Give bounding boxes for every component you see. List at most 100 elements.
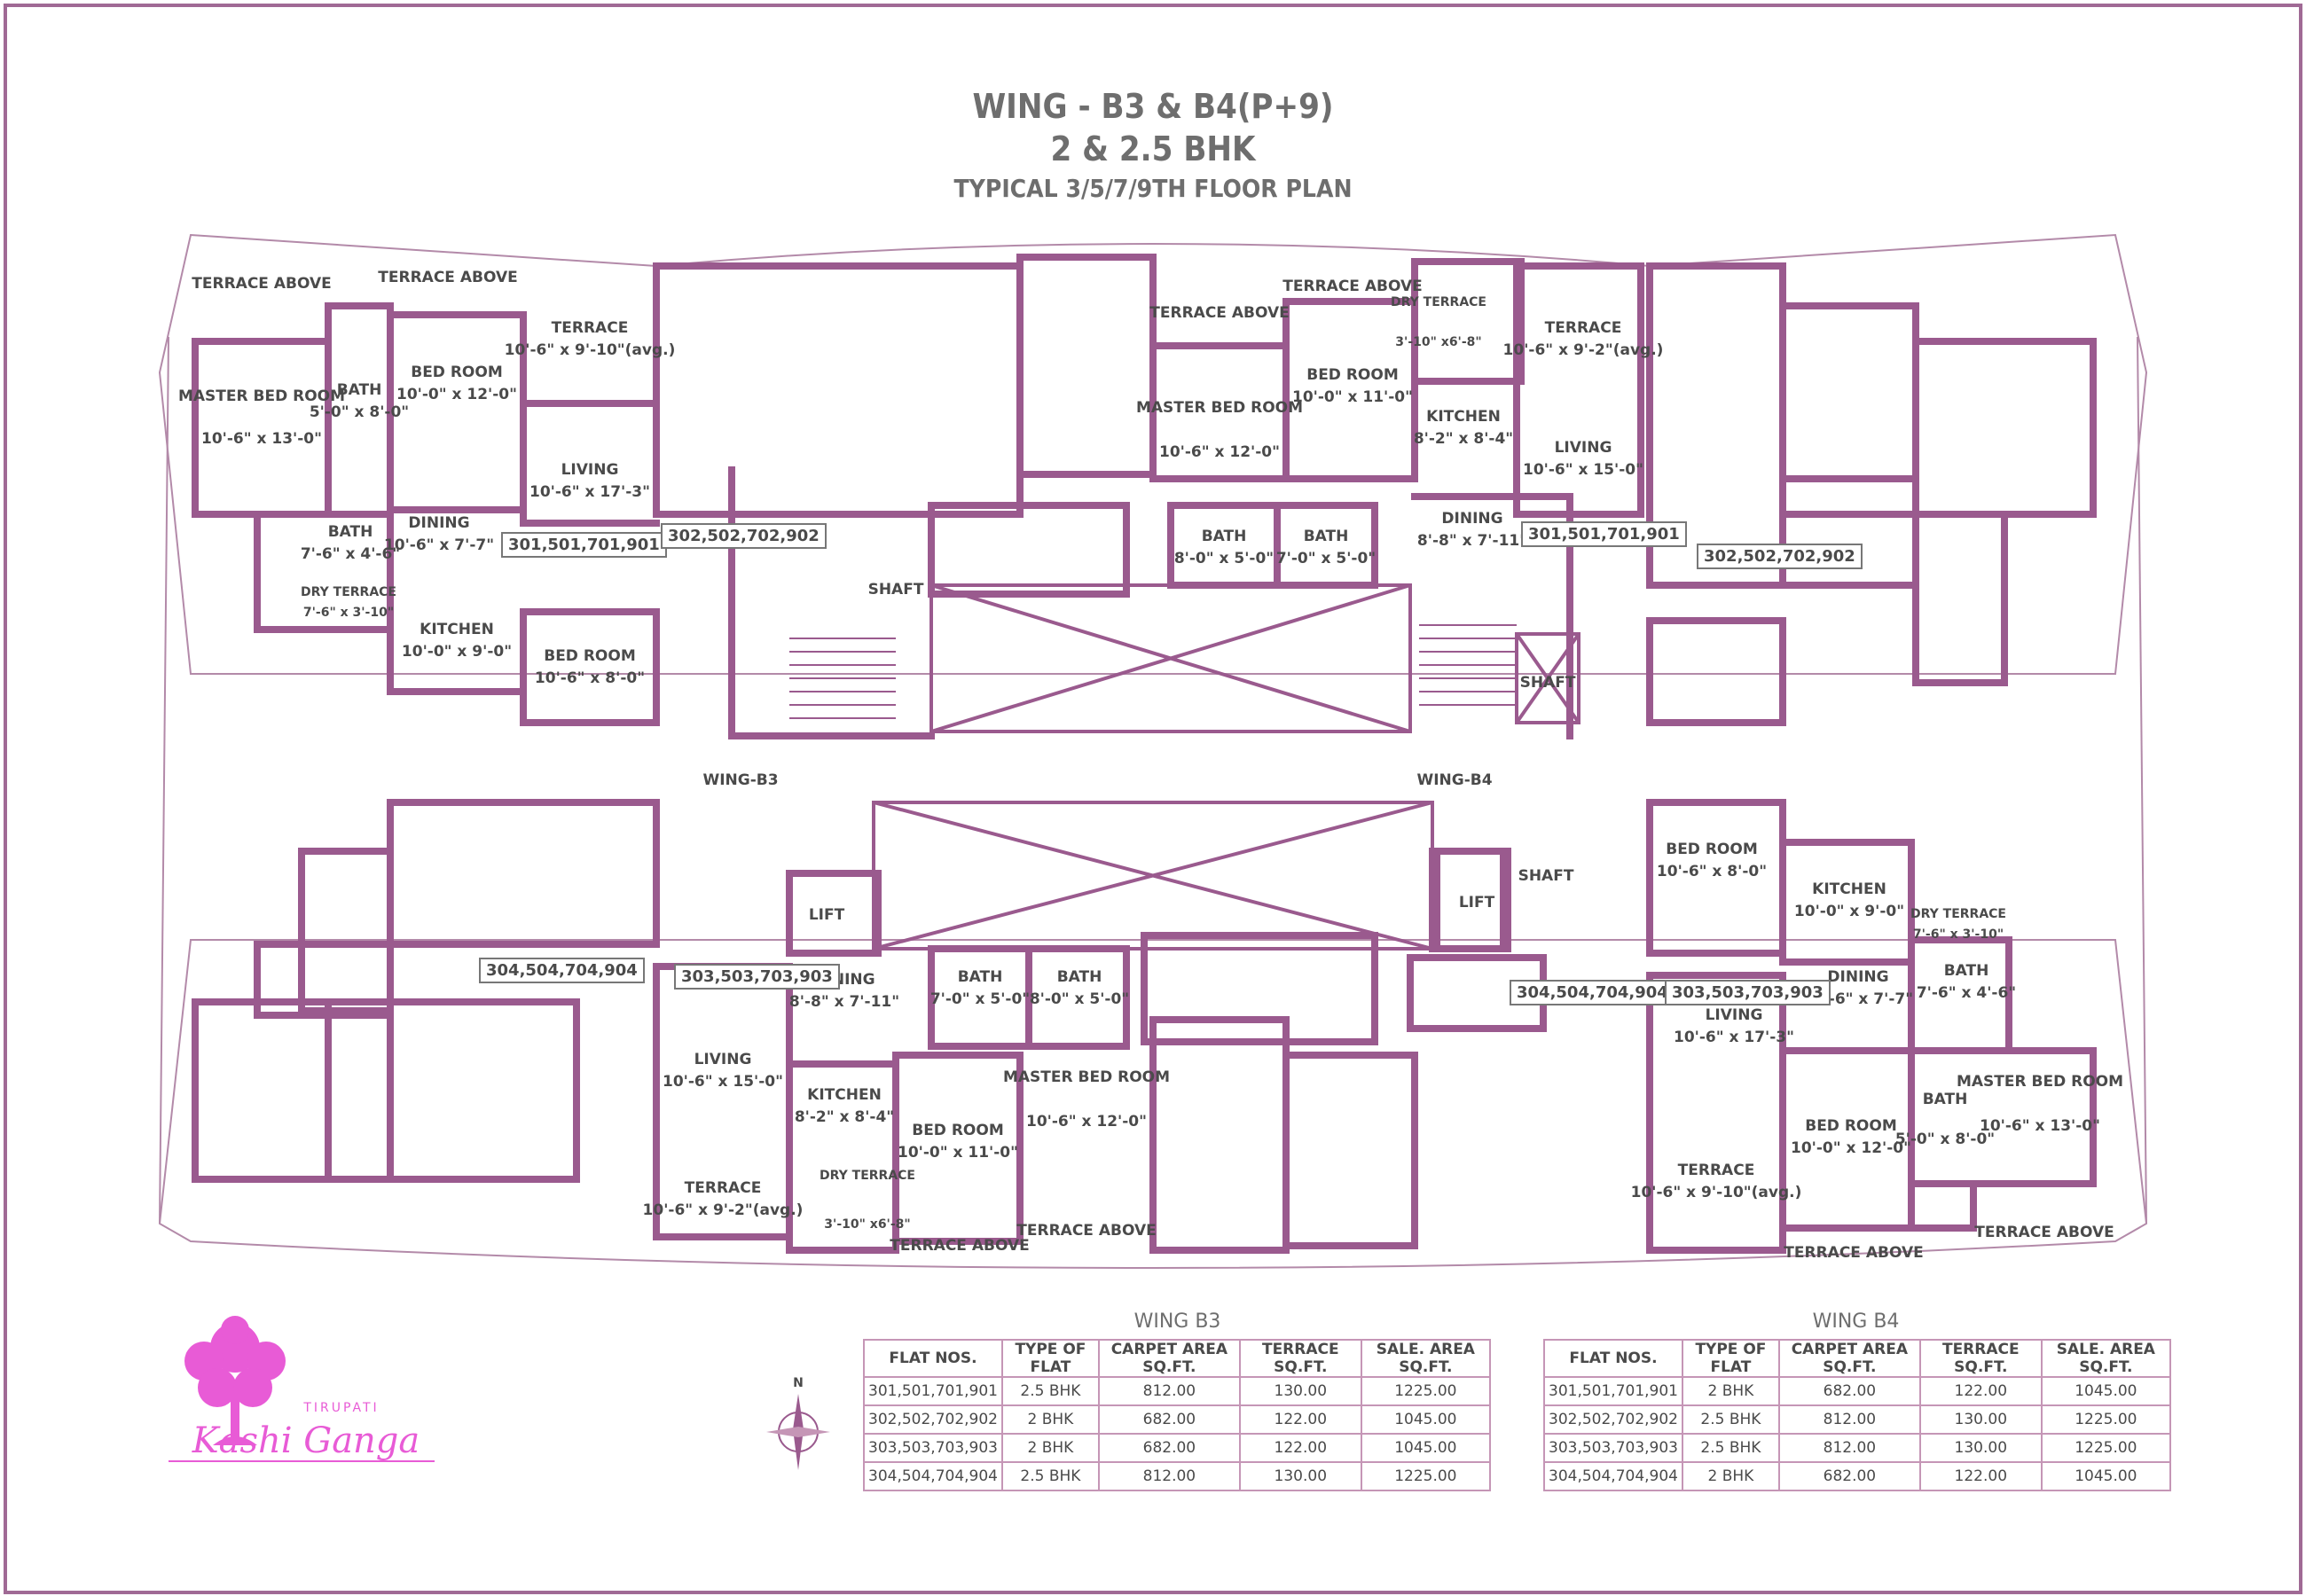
compass-north-label: N — [793, 1376, 804, 1390]
room-name: KITCHEN — [1426, 408, 1501, 426]
table-cell: 812.00 — [1097, 1461, 1241, 1491]
stairs-b3 — [789, 638, 896, 719]
room-dim: 10'-6" x 13'-0" — [201, 430, 322, 448]
shaft-label: SHAFT — [868, 581, 924, 598]
room-dim: 10'-6" x 17'-3" — [529, 483, 650, 501]
room-name: BATH — [1202, 528, 1247, 545]
table-cell: 2 BHK — [1682, 1376, 1780, 1406]
table-cell: 122.00 — [1918, 1461, 2043, 1491]
shaft-label: SHAFT — [1518, 867, 1574, 885]
area-table-b3: FLAT NOS. TYPE OF FLAT CARPET AREA SQ.FT… — [862, 1339, 1492, 1491]
terrace-above-label: TERRACE ABOVE — [1016, 1222, 1156, 1240]
table-cell: 2.5 BHK — [1682, 1404, 1780, 1435]
terrace-above-label: TERRACE ABOVE — [1149, 304, 1289, 322]
room-dim: 10'-6" x 15'-0" — [663, 1073, 783, 1091]
table-cell: 304,504,704,904 — [1542, 1461, 1684, 1491]
room-dim: 5'-0" x 8'-0" — [1895, 1130, 1995, 1148]
room-dim: 10'-0" x 9'-0" — [402, 643, 512, 661]
table-cell: 682.00 — [1777, 1376, 1921, 1406]
room-name: TERRACE — [1678, 1162, 1755, 1179]
shaft-label: SHAFT — [1520, 674, 1576, 692]
room-name: DINING — [1827, 968, 1888, 986]
room-name: DRY TERRACE — [1391, 295, 1486, 309]
table-cell: 2 BHK — [1001, 1433, 1100, 1463]
logo-name: Kashi Ganga — [192, 1420, 420, 1461]
table-cell: 682.00 — [1097, 1404, 1241, 1435]
table-caption-b4: WING B4 — [1812, 1310, 1900, 1333]
table-cell: 303,503,703,903 — [1542, 1433, 1684, 1463]
room-name: TERRACE — [685, 1179, 762, 1197]
table-cell: 130.00 — [1238, 1461, 1362, 1491]
terrace-above-label: TERRACE ABOVE — [1974, 1224, 2114, 1241]
room-dim: 10'-6" x 7'-7" — [384, 536, 494, 554]
room-dim: 10'-6" x 12'-0" — [1026, 1113, 1147, 1130]
room-name: LIVING — [1706, 1006, 1763, 1024]
flat-number-badge: 304,504,704,904 — [1510, 980, 1675, 1005]
wing-b4-label: WING-B4 — [1416, 771, 1492, 789]
terrace-above-label: TERRACE ABOVE — [1784, 1244, 1923, 1262]
table-header-row: FLAT NOS. TYPE OF FLAT CARPET AREA SQ.FT… — [862, 1339, 1492, 1378]
table-cell: 812.00 — [1777, 1404, 1921, 1435]
room-dim: 8'-2" x 8'-4" — [1414, 430, 1513, 448]
col-header: TERRACE SQ.FT. — [1238, 1339, 1362, 1378]
room-name: DRY TERRACE — [1910, 907, 2006, 921]
lift-label: LIFT — [1459, 894, 1495, 911]
table-cell: 812.00 — [1097, 1376, 1241, 1406]
table-cell: 1045.00 — [1360, 1404, 1492, 1435]
col-header: FLAT NOS. — [862, 1339, 1004, 1378]
room-dim: 10'-6" x 8'-0" — [535, 669, 645, 687]
void-top — [929, 583, 1412, 733]
room-dim: 10'-6" x 8'-0" — [1657, 863, 1767, 880]
wing-b3-label: WING-B3 — [702, 771, 778, 789]
table-cell: 122.00 — [1238, 1404, 1362, 1435]
col-header: SALE. AREA SQ.FT. — [1360, 1339, 1492, 1378]
room-name: LIVING — [1555, 439, 1612, 457]
table-cell: 1225.00 — [1360, 1461, 1492, 1491]
table-cell: 1045.00 — [1360, 1433, 1492, 1463]
plan-title: WING - B3 & B4(P+9) — [972, 87, 1334, 126]
col-header: TERRACE SQ.FT. — [1918, 1339, 2043, 1378]
flat-number-badge: 303,503,703,903 — [674, 964, 840, 990]
room-dim: 5'-0" x 8'-0" — [310, 403, 409, 421]
table-cell: 130.00 — [1918, 1433, 2043, 1463]
room-name: MASTER BED ROOM — [1136, 399, 1303, 417]
room-name: BED ROOM — [1306, 366, 1399, 384]
room-dim: 10'-0" x 11'-0" — [898, 1144, 1018, 1162]
flat-number-badge: 302,502,702,902 — [661, 523, 827, 549]
room-name: DINING — [408, 514, 469, 532]
flat-number-badge: 303,503,703,903 — [1665, 980, 1831, 1005]
room-name: TERRACE — [1545, 319, 1622, 337]
table-cell: 130.00 — [1918, 1404, 2043, 1435]
col-header: TYPE OF FLAT — [1682, 1339, 1780, 1378]
stairs-b4 — [1419, 624, 1517, 706]
room-dim: 8'-2" x 8'-4" — [795, 1108, 894, 1126]
room-dim: 8'-8" x 7'-11" — [789, 993, 899, 1011]
room-dim: 10'-0" x 11'-0" — [1292, 388, 1413, 406]
room-dim: 7'-0" x 5'-0" — [930, 990, 1030, 1008]
table-cell: 122.00 — [1918, 1376, 2043, 1406]
table-cell: 304,504,704,904 — [862, 1461, 1004, 1491]
lift-label: LIFT — [809, 906, 845, 924]
room-name: BATH — [1057, 968, 1102, 986]
room-name: BED ROOM — [411, 364, 503, 381]
room-dim: 7'-6" x 3'-10" — [1913, 927, 2004, 942]
room-dim: 3'-10" x6'-8" — [1395, 335, 1481, 349]
room-name: LIVING — [694, 1051, 752, 1068]
col-header: CARPET AREA SQ.FT. — [1097, 1339, 1241, 1378]
table-cell: 682.00 — [1097, 1433, 1241, 1463]
room-dim: 10'-6" x 15'-0" — [1523, 461, 1643, 479]
room-name: BED ROOM — [912, 1122, 1004, 1139]
compass-icon: N — [766, 1376, 830, 1470]
table-cell: 302,502,702,902 — [1542, 1404, 1684, 1435]
table-cell: 812.00 — [1777, 1433, 1921, 1463]
plan-caption: TYPICAL 3/5/7/9TH FLOOR PLAN — [953, 174, 1353, 203]
table-cell: 122.00 — [1238, 1433, 1362, 1463]
room-name: KITCHEN — [807, 1086, 882, 1104]
table-cell: 301,501,701,901 — [862, 1376, 1004, 1406]
